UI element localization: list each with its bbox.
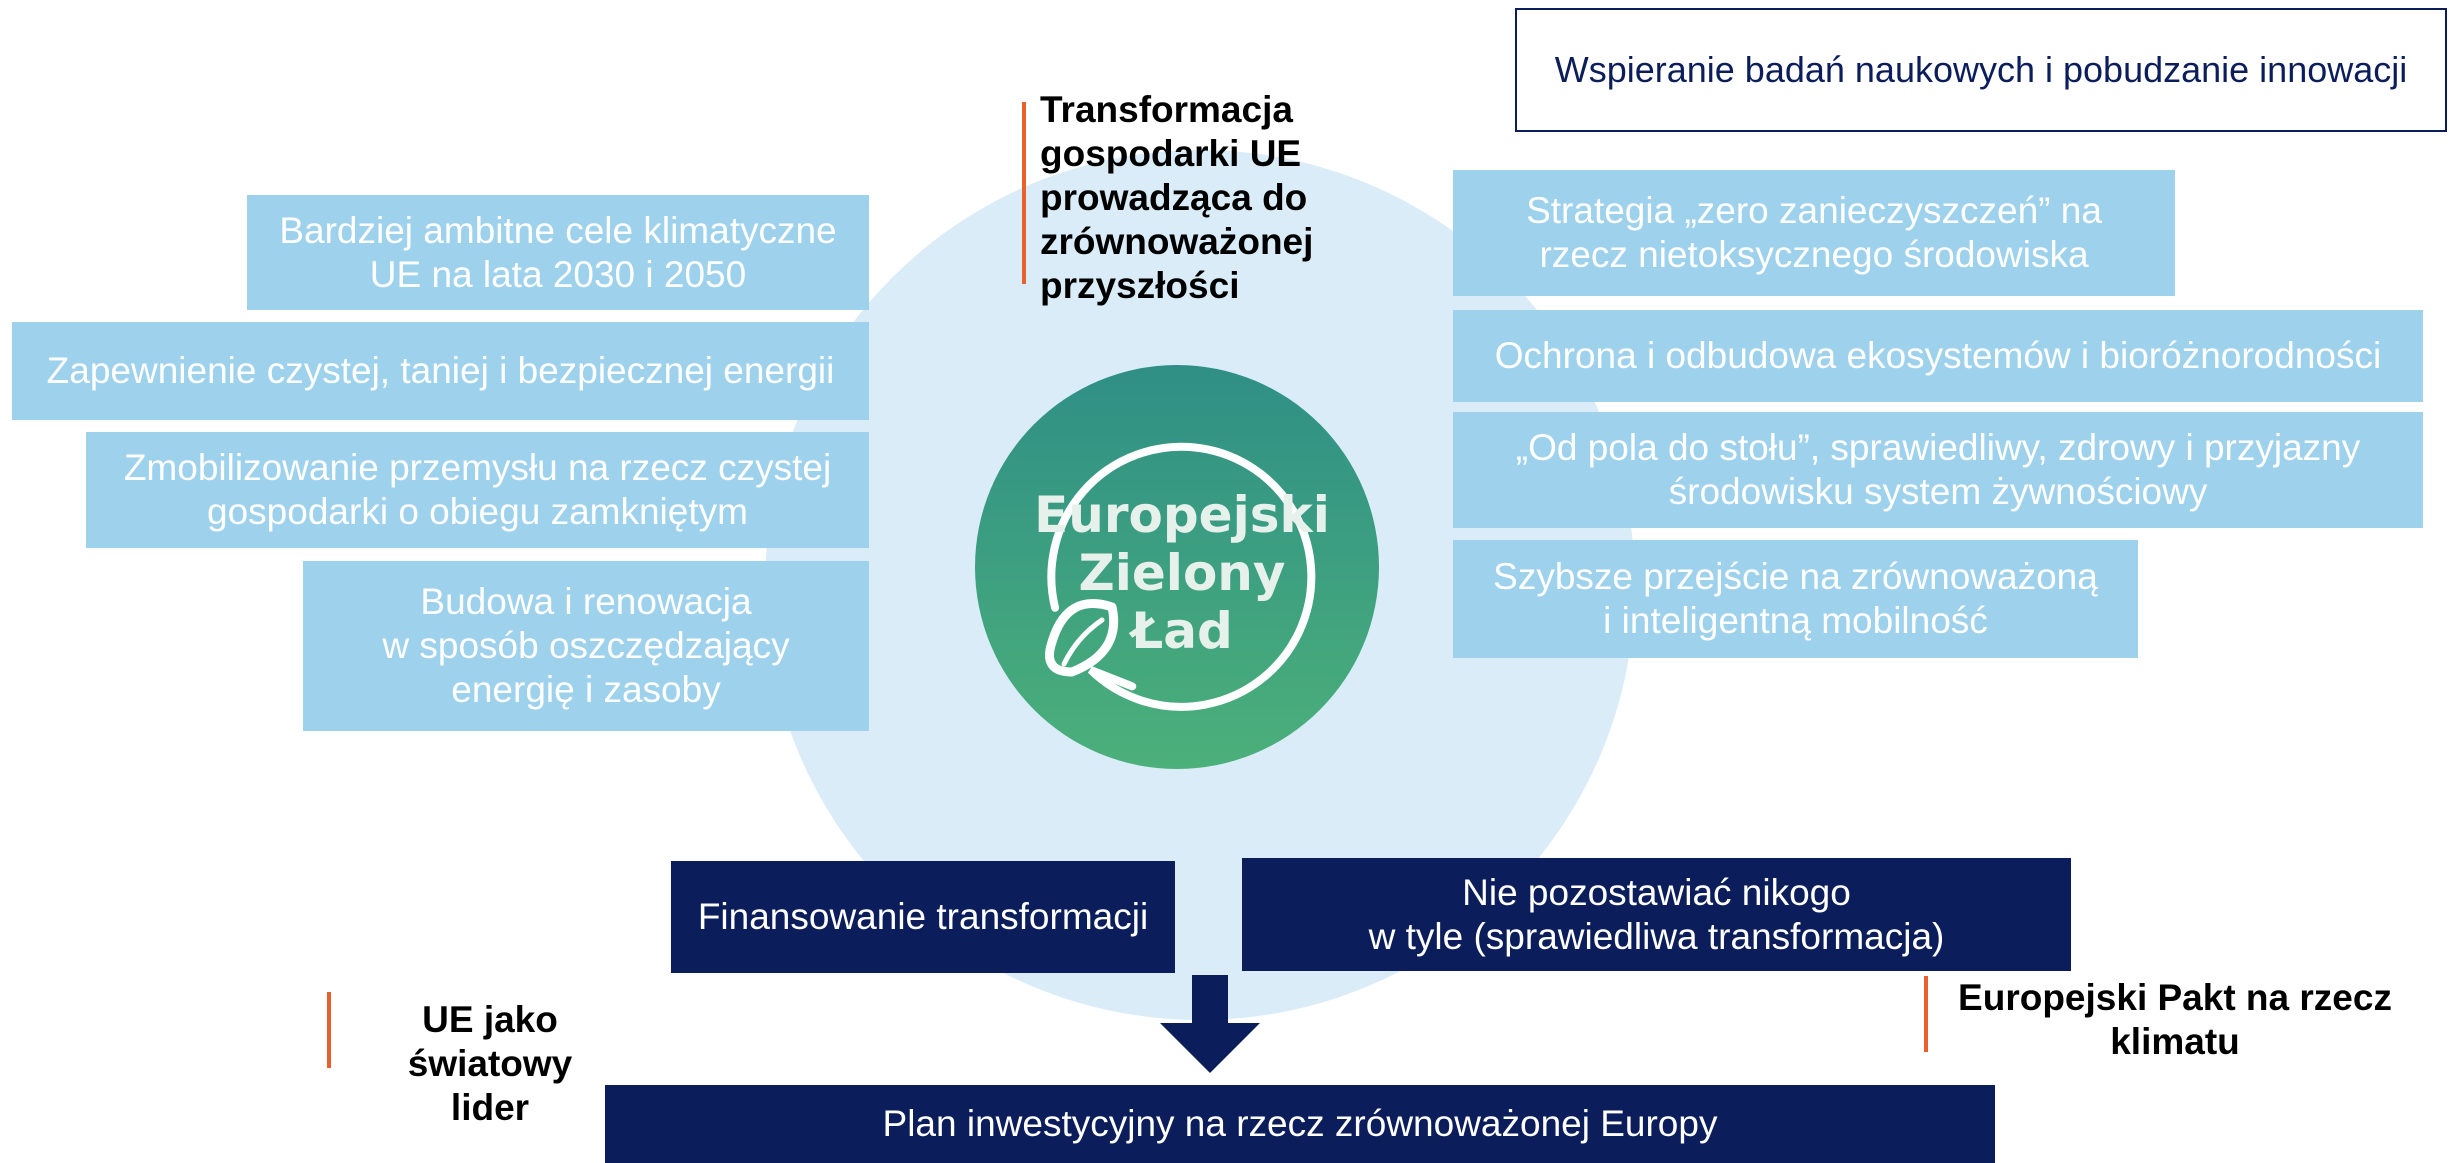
just-transition-box: Nie pozostawiać nikogo w tyle (sprawiedl… [1242,858,2071,971]
investment-plan-box: Plan inwestycyjny na rzecz zrównoważonej… [605,1085,1995,1163]
callout-accent-bar-top [1022,102,1026,284]
research-innovation-label: Wspieranie badań naukowych i pobudzanie … [1554,49,2408,90]
left-box-building-renovation: Budowa i renowacja w sposób oszczędzając… [303,561,869,731]
left-box-building-renovation-label: Budowa i renowacja w sposób oszczędzając… [382,581,790,710]
leaf-icon [1045,599,1119,677]
financing-label: Finansowanie transformacji [697,896,1149,937]
left-box-climate-goals: Bardziej ambitne cele klimatyczne UE na … [247,195,869,310]
green-deal-logo-graphic: Europejski Zielony Ład [975,365,1379,769]
left-box-clean-energy: Zapewnienie czystej, taniej i bezpieczne… [12,322,869,420]
right-box-ecosystems: Ochrona i odbudowa ekosystemów i bioróżn… [1453,310,2423,402]
research-innovation-box: Wspieranie badań naukowych i pobudzanie … [1515,8,2447,132]
investment-plan-label: Plan inwestycyjny na rzecz zrównoważonej… [882,1103,1718,1144]
green-deal-logo: Europejski Zielony Ład [972,362,1382,772]
right-box-zero-pollution-label: Strategia „zero zanieczyszczeń” na rzecz… [1526,190,2102,275]
callout-world-leader: UE jako światowy lider [407,999,573,1128]
logo-line-2: Zielony [1079,544,1286,602]
right-box-ecosystems-label: Ochrona i odbudowa ekosystemów i bioróżn… [1494,335,2382,376]
down-arrow-icon [1160,975,1260,1075]
right-box-farm-to-fork: „Od pola do stołu”, sprawiedliwy, zdrowy… [1453,412,2423,528]
left-box-industry-label: Zmobilizowanie przemysłu na rzecz czyste… [123,447,832,532]
right-box-farm-to-fork-label: „Od pola do stołu”, sprawiedliwy, zdrowy… [1515,427,2361,512]
left-box-climate-goals-label: Bardziej ambitne cele klimatyczne UE na … [279,209,837,295]
logo-line-3: Ład [1128,602,1233,660]
callout-transformation: Transformacja gospodarki UE prowadząca d… [1040,89,1314,306]
callout-climate-pact: Europejski Pakt na rzecz klimatu [1958,977,2392,1062]
financing-box: Finansowanie transformacji [671,861,1175,973]
left-box-clean-energy-label: Zapewnienie czystej, taniej i bezpieczne… [46,350,835,391]
right-box-zero-pollution: Strategia „zero zanieczyszczeń” na rzecz… [1453,170,2175,296]
logo-line-1: Europejski [1034,486,1330,544]
right-box-mobility: Szybsze przejście na zrównoważoną i inte… [1453,540,2138,658]
callout-accent-bar-left [327,992,331,1068]
right-box-mobility-label: Szybsze przejście na zrównoważoną i inte… [1493,556,2098,641]
just-transition-label: Nie pozostawiać nikogo w tyle (sprawiedl… [1368,871,1945,957]
callout-accent-bar-right [1924,976,1928,1052]
left-box-industry: Zmobilizowanie przemysłu na rzecz czyste… [86,432,869,548]
